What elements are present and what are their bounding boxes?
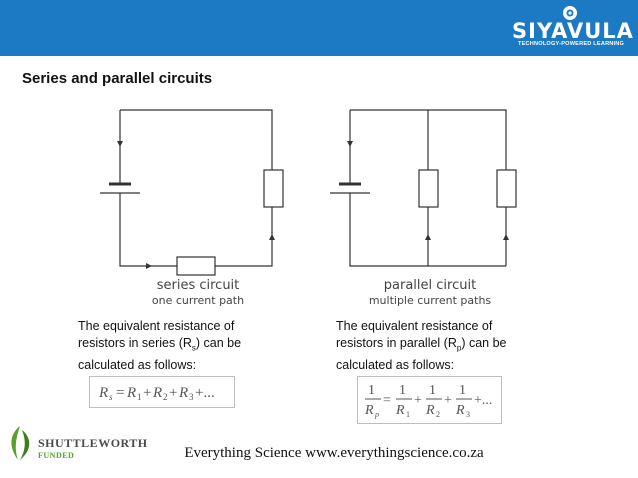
svg-text:=: =	[116, 385, 124, 401]
series-description: The equivalent resistance of resistors i…	[78, 318, 308, 374]
series-formula-box	[89, 376, 235, 408]
parallel-description: The equivalent resistance of resistors i…	[336, 318, 566, 374]
svg-text:1: 1	[137, 392, 142, 402]
svg-text:1: 1	[368, 383, 375, 398]
footer-text: Everything Science www.everythingscience…	[184, 445, 484, 461]
svg-text:R: R	[455, 403, 465, 418]
parallel-formula-box	[357, 376, 502, 424]
series-formula: R s = R 1 + R 2 + R 3 +...	[98, 385, 215, 402]
svg-text:R: R	[126, 385, 136, 401]
svg-text:+...: +...	[195, 385, 215, 401]
sponsor-name: SHUTTLEWORTH	[38, 436, 148, 450]
siyavula-mark-icon	[563, 6, 577, 20]
svg-text:+: +	[169, 385, 177, 401]
svg-text:1: 1	[399, 383, 406, 398]
svg-text:3: 3	[189, 392, 194, 402]
svg-text:+...: +...	[474, 393, 492, 408]
svg-text:1: 1	[459, 383, 466, 398]
parallel-caption-main: parallel circuit	[383, 278, 477, 293]
svg-text:p: p	[374, 410, 379, 419]
parallel-caption-sub: multiple current paths	[368, 294, 492, 307]
svg-text:=: =	[383, 393, 391, 408]
svg-text:R: R	[98, 385, 108, 401]
brand-tagline: TECHNOLOGY-POWERED LEARNING	[518, 41, 625, 47]
series-caption-sub: one current path	[151, 294, 245, 307]
slide-title: Series and parallel circuits	[22, 70, 213, 87]
parallel-formula: 1 R p = 1 R 1 + 1 R 2 + 1 R 3 +...	[364, 383, 492, 419]
parallel-description-line3: calculated as follows:	[336, 357, 455, 372]
svg-text:R: R	[425, 403, 435, 418]
sponsor-subtext: FUNDED	[38, 451, 75, 460]
svg-text:2: 2	[436, 410, 440, 419]
svg-text:+: +	[143, 385, 151, 401]
header-bar: SIYAVULA TECHNOLOGY-POWERED LEARNING	[0, 0, 638, 56]
shuttleworth-leaf-icon	[11, 426, 30, 460]
svg-text:R: R	[395, 403, 405, 418]
svg-text:1: 1	[406, 410, 410, 419]
series-description-line2: resistors in series (Rs) can be	[78, 336, 242, 353]
series-description-line3: calculated as follows:	[78, 357, 197, 372]
parallel-subscript: p	[456, 343, 462, 353]
series-caption-main: series circuit	[156, 278, 240, 293]
svg-text:R: R	[364, 403, 374, 418]
series-subscript: s	[191, 343, 196, 353]
svg-text:+: +	[444, 393, 452, 408]
parallel-description-line1: The equivalent resistance of	[336, 319, 493, 333]
parallel-circuit-diagram	[330, 109, 517, 267]
svg-text:R: R	[152, 385, 162, 401]
brand-name: SIYAVULA	[512, 19, 634, 43]
siyavula-logo[interactable]: SIYAVULA TECHNOLOGY-POWERED LEARNING	[512, 4, 633, 52]
svg-text:1: 1	[429, 383, 436, 398]
series-description-line1: The equivalent resistance of	[78, 319, 235, 333]
parallel-description-line2: resistors in parallel (Rp) can be	[336, 336, 507, 353]
svg-text:+: +	[414, 393, 422, 408]
series-circuit-diagram	[100, 109, 284, 276]
svg-text:3: 3	[466, 410, 470, 419]
svg-text:R: R	[178, 385, 188, 401]
svg-text:s: s	[109, 392, 113, 402]
svg-text:2: 2	[163, 392, 168, 402]
